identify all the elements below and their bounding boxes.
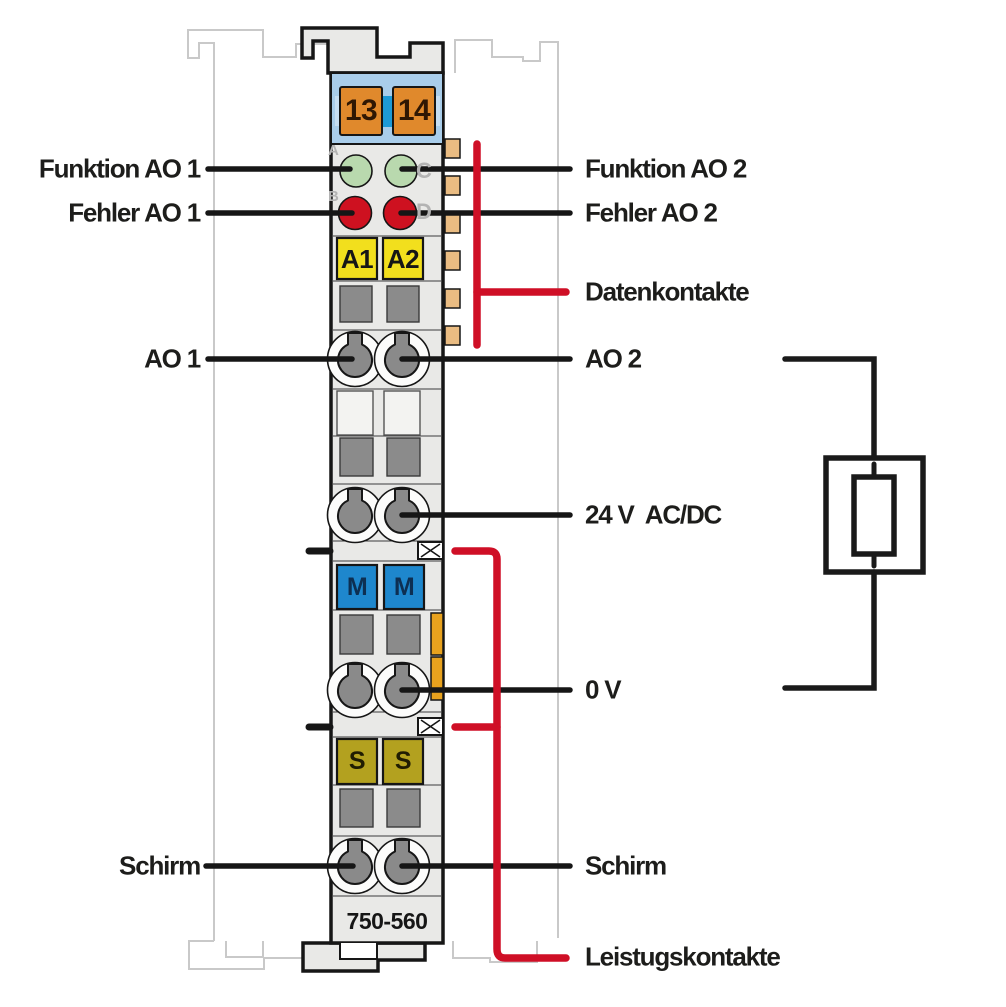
clamp-square <box>339 437 374 477</box>
load-wire-top <box>782 356 877 461</box>
label-field-m2-blue <box>382 563 426 611</box>
header-contact-13-square <box>339 86 383 136</box>
screw-schirm-right <box>384 839 420 885</box>
open-square <box>383 390 421 436</box>
bowtie-icon <box>420 719 441 734</box>
bus-header <box>330 72 444 145</box>
ghost-modules <box>187 29 559 970</box>
right-ghost-module-outline <box>454 39 559 938</box>
screw-24v-left <box>337 488 373 534</box>
label-ao-1: AO 1 <box>144 343 201 374</box>
header-side-tab-right <box>434 96 440 126</box>
data-contacts <box>444 138 461 346</box>
led-marker-c: C <box>416 158 432 183</box>
header-contact-14-square <box>392 86 436 136</box>
part-number: 750-560 <box>346 908 428 934</box>
screw-schirm-left <box>337 839 373 885</box>
clamp-square <box>339 614 374 655</box>
led-marker-a: A <box>328 142 339 159</box>
label-24v-acdc: 24 V AC/DC <box>585 499 722 530</box>
terminal-marker-m1: M <box>346 572 368 601</box>
screw-24v-right <box>384 488 420 534</box>
load-wire-bottom <box>782 569 877 691</box>
terminal-marker-s2: S <box>394 747 412 775</box>
header-contact-13-label: 13 <box>344 94 378 127</box>
led-marker-d: D <box>416 199 432 224</box>
label-leistungskontakte: Leistugskontakte <box>585 941 781 972</box>
load-circuit <box>782 356 926 691</box>
data-contact <box>444 325 461 346</box>
open-square <box>336 390 374 436</box>
led-marker-b: B <box>328 188 339 205</box>
callout-lines <box>203 166 573 869</box>
terminal-marker-s1: S <box>348 747 366 775</box>
clamp-squares <box>339 285 421 828</box>
power-jumper-contact <box>430 612 444 701</box>
screw-ao2 <box>384 332 420 378</box>
label-ao-2: AO 2 <box>585 343 642 374</box>
left-ghost-module-outline <box>187 29 331 941</box>
screw-keyholes <box>337 332 420 885</box>
label-field-a1-yellow <box>335 236 379 281</box>
callout-line-leistungskontakte <box>451 547 570 962</box>
data-contact <box>444 288 461 309</box>
fuse-element <box>851 474 897 557</box>
label-field-a2-yellow <box>381 236 425 281</box>
data-contact <box>444 213 461 234</box>
screw-0v-right <box>384 663 420 709</box>
terminal-marker-a1: A1 <box>340 243 374 274</box>
left-ghost-foot-notch <box>225 941 264 958</box>
screw-ao1 <box>337 332 373 378</box>
label-fehler-ao-2: Fehler AO 2 <box>585 197 718 228</box>
clamp-square <box>386 437 421 477</box>
label-schirm-right: Schirm <box>585 850 667 881</box>
label-funktion-ao-2: Funktion AO 2 <box>585 153 747 184</box>
clamp-square <box>339 285 373 323</box>
data-contact <box>444 250 461 271</box>
clamp-square <box>386 614 421 655</box>
bowtie-icon <box>420 543 441 558</box>
red-callout-lines <box>451 140 570 962</box>
channel-label-fields <box>335 236 426 786</box>
clamp-square <box>386 788 421 828</box>
label-funktion-ao-1: Funktion AO 1 <box>38 153 201 184</box>
label-datenkontakte: Datenkontakte <box>585 276 750 307</box>
terminal-marker-m2: M <box>393 572 415 601</box>
label-field-m1-blue <box>335 563 379 611</box>
power-contact-symbols <box>305 541 444 736</box>
header-bus-connector <box>381 96 394 127</box>
left-ghost-module-foot <box>188 940 303 970</box>
clamp-square <box>386 285 420 323</box>
module-top-latch <box>300 26 445 75</box>
module-foot-notch <box>339 943 378 960</box>
data-contact <box>444 138 461 159</box>
screw-0v-left <box>337 663 373 709</box>
open-squares <box>336 390 421 436</box>
clamp-square <box>339 788 374 828</box>
label-schirm-left: Schirm <box>119 850 201 881</box>
header-side-tab-left <box>335 96 341 126</box>
header-contact-14-label: 14 <box>397 94 431 127</box>
label-field-s1-olive <box>335 737 379 786</box>
label-fehler-ao-1: Fehler AO 1 <box>68 197 201 228</box>
data-contact <box>444 175 461 196</box>
terminal-marker-a2: A2 <box>386 243 420 274</box>
label-field-s2-olive <box>381 737 425 786</box>
label-0v: 0 V <box>585 674 622 705</box>
